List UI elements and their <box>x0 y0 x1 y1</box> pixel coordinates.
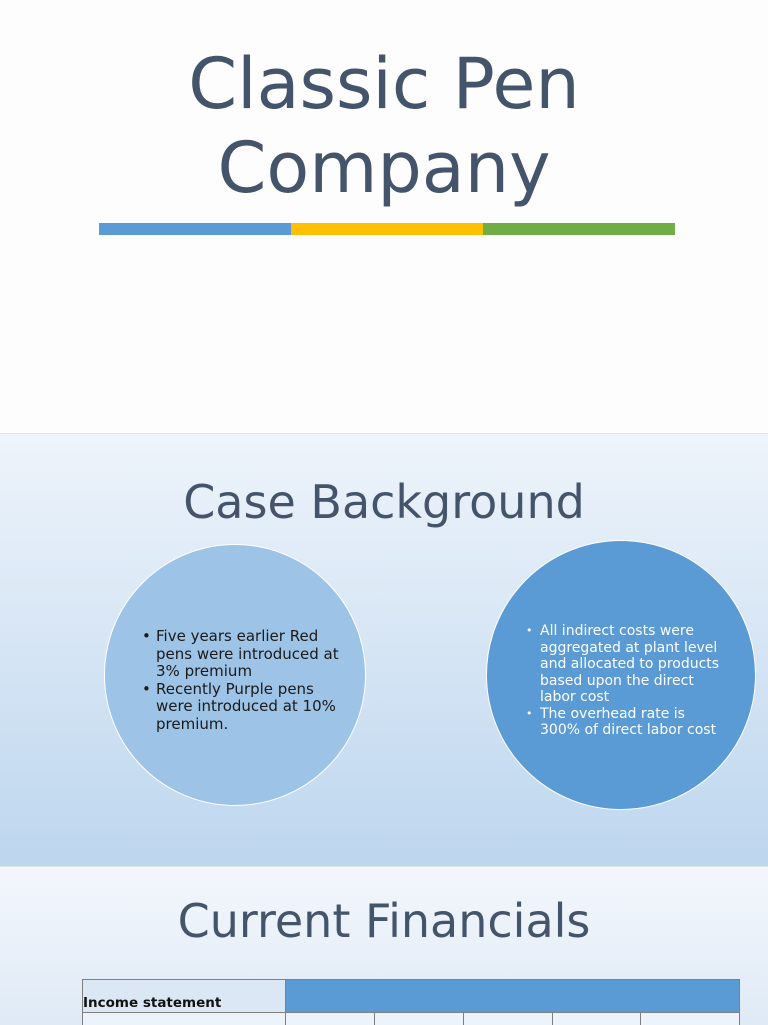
case-background-title: Case Background <box>0 472 768 532</box>
table-cell <box>641 1013 740 1025</box>
left-bullet-1: Five years earlier Red pens were introdu… <box>142 628 342 681</box>
current-financials-title: Current Financials <box>0 891 768 951</box>
table-cell <box>83 1013 286 1025</box>
table-cell <box>464 1013 553 1025</box>
table-row <box>83 1013 740 1025</box>
slide-current-financials: Current Financials Income statement <box>0 866 768 1025</box>
income-statement-table: Income statement <box>82 979 740 1025</box>
right-bullet-2: The overhead rate is 300% of direct labo… <box>526 706 726 739</box>
accent-bar-blue <box>99 223 291 235</box>
accent-bar-green <box>483 223 675 235</box>
left-bullet-2: Recently Purple pens were introduced at … <box>142 681 342 734</box>
slide-case-background: Case Background Five years earlier Red p… <box>0 433 768 866</box>
left-bullet-list: Five years earlier Red pens were introdu… <box>142 628 342 733</box>
accent-bar-gold <box>291 223 483 235</box>
table-header-row: Income statement <box>83 980 740 1013</box>
income-statement-label: Income statement <box>83 980 286 1013</box>
main-title: Classic Pen Company <box>0 42 768 210</box>
main-title-line1: Classic Pen <box>188 43 580 125</box>
table-cell <box>553 1013 641 1025</box>
right-bullet-1: All indirect costs were aggregated at pl… <box>526 623 726 706</box>
table-cell <box>375 1013 464 1025</box>
right-bullet-list: All indirect costs were aggregated at pl… <box>526 623 726 739</box>
table-header-band <box>286 980 740 1013</box>
main-title-line2: Company <box>217 127 550 209</box>
slide-title-page: Classic Pen Company <box>0 0 768 432</box>
table-cell <box>286 1013 375 1025</box>
